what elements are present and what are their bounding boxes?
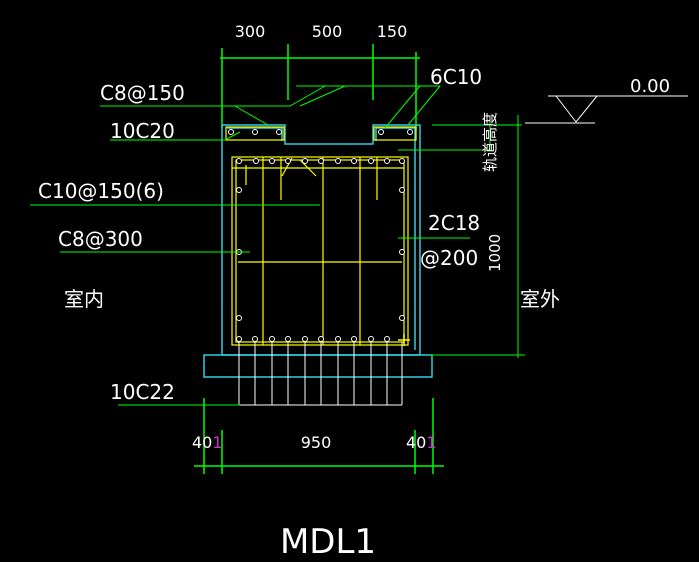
label-spacing-200: @200 xyxy=(420,246,478,270)
cursor-marker xyxy=(398,334,410,346)
drawing-title: MDL1 xyxy=(280,522,376,562)
label-indoor: 室内 xyxy=(64,287,104,311)
label-6c10: 6C10 xyxy=(430,65,482,89)
dim-height: 1000 xyxy=(486,234,504,272)
dim-bottom-right: 401 xyxy=(406,433,437,452)
elevation-label: 0.00 xyxy=(630,76,670,97)
beam-outline xyxy=(203,124,433,378)
label-rail-height: 轨道高度 xyxy=(481,112,499,172)
dim-bottom-mid: 950 xyxy=(301,433,332,452)
dowel-lines xyxy=(238,342,403,406)
dim-bottom-left: 401 xyxy=(192,433,223,452)
leader-lines xyxy=(30,85,525,406)
top-dimension-chain xyxy=(220,44,420,130)
bottom-dimension-chain xyxy=(194,398,444,474)
label-10c22: 10C22 xyxy=(110,380,175,404)
rebar-dots xyxy=(228,129,413,342)
label-outdoor: 室外 xyxy=(520,287,560,311)
stirrups xyxy=(225,126,417,346)
elevation-marker xyxy=(525,95,688,124)
label-c8-300: C8@300 xyxy=(58,227,143,251)
dim-top-right: 150 xyxy=(377,22,408,41)
label-2c18: 2C18 xyxy=(428,211,480,235)
dim-top-left: 300 xyxy=(235,22,266,41)
label-c8-150: C8@150 xyxy=(100,81,185,105)
label-10c20: 10C20 xyxy=(110,119,175,143)
label-c10-150: C10@150(6) xyxy=(38,179,164,203)
dim-top-mid: 500 xyxy=(312,22,343,41)
